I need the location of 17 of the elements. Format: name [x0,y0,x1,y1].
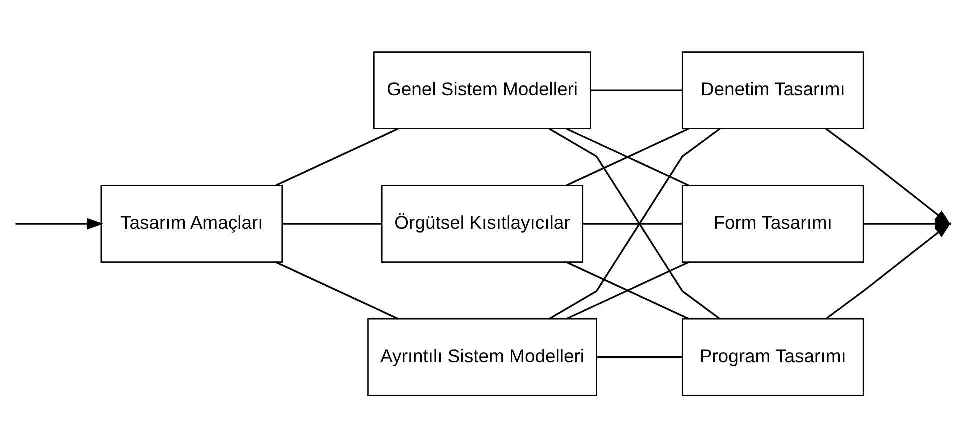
arrow [16,218,104,230]
node-box: Genel Sistem Modelleri [374,52,592,130]
connector [566,262,690,320]
node-box: Program Tasarımı [682,318,864,396]
node-box: Tasarım Amaçları [100,185,284,263]
connector [566,128,690,186]
node-box: Denetim Tasarımı [682,52,864,130]
connector [282,223,382,225]
connector [276,262,399,320]
node-box: Form Tasarımı [682,185,864,263]
node-box: Örgütsel Kısıtlayıcılar [381,185,584,263]
connector [582,223,682,225]
node-box: Ayrıntılı Sistem Modelleri [368,318,598,396]
connector [596,356,682,358]
connector [549,128,720,320]
connector [591,90,682,92]
connector [276,128,399,186]
